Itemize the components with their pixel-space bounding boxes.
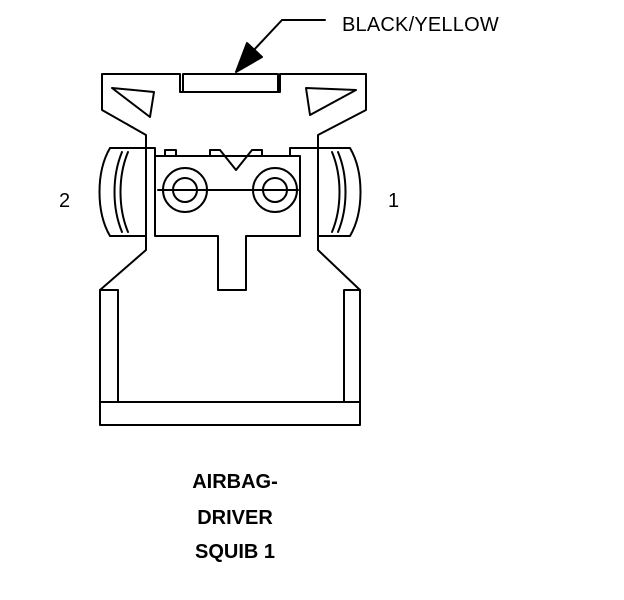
terminal-cavity-2 (162, 167, 208, 213)
lower-housing (99, 235, 361, 426)
lower-rail-left (99, 289, 119, 403)
connector-caption-line-2: DRIVER (197, 507, 273, 529)
pin-number-2: 2 (59, 190, 71, 212)
connector-caption-line-3: SQUIB 1 (194, 541, 276, 563)
latch-ear-left (98, 147, 147, 237)
wire-color-label: BLACK/YELLOW (342, 14, 499, 36)
latch-ear-right (317, 147, 362, 237)
top-slot-left (111, 87, 155, 118)
pin-number-1: 1 (388, 190, 400, 212)
connector-housing (101, 73, 367, 157)
connector-caption-line-1: AIRBAG- (192, 471, 278, 493)
wire-cavity-top (182, 73, 279, 93)
lower-rail-right (343, 289, 361, 403)
top-slot-right (305, 87, 357, 116)
pin-body (154, 149, 301, 291)
terminal-cavity-1 (252, 167, 298, 213)
wire-leader (235, 19, 326, 73)
